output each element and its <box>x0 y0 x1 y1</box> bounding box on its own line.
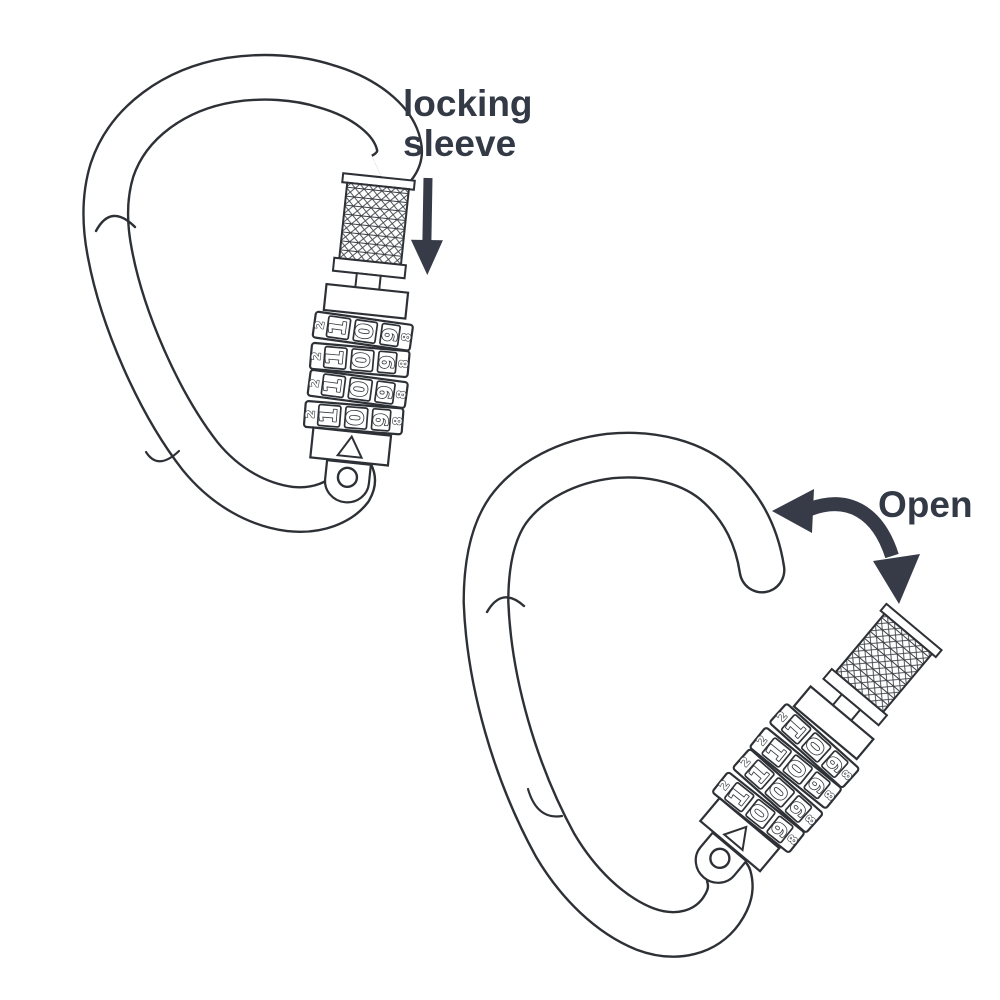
highlight-arc <box>144 449 181 463</box>
locking-sleeve-label-line1: locking <box>403 83 533 124</box>
gate-open-arrow-icon <box>772 489 920 604</box>
locking-sleeve-label-line2: sleeve <box>403 123 516 164</box>
locking-sleeve-label: locking sleeve <box>403 83 533 164</box>
gate-assembly-open <box>665 594 954 911</box>
gate-assembly-locked <box>294 172 431 508</box>
open-label: Open <box>878 484 973 525</box>
carabiner-body-fill <box>84 56 421 531</box>
carabiner-locked <box>82 53 431 534</box>
sleeve-close-arrow-icon <box>410 177 443 276</box>
highlight-arc <box>485 596 526 614</box>
carabiner-open <box>462 431 954 958</box>
highlight-arc <box>94 214 137 233</box>
carabiner-body-fill <box>464 434 784 956</box>
highlight-arc <box>526 787 564 818</box>
